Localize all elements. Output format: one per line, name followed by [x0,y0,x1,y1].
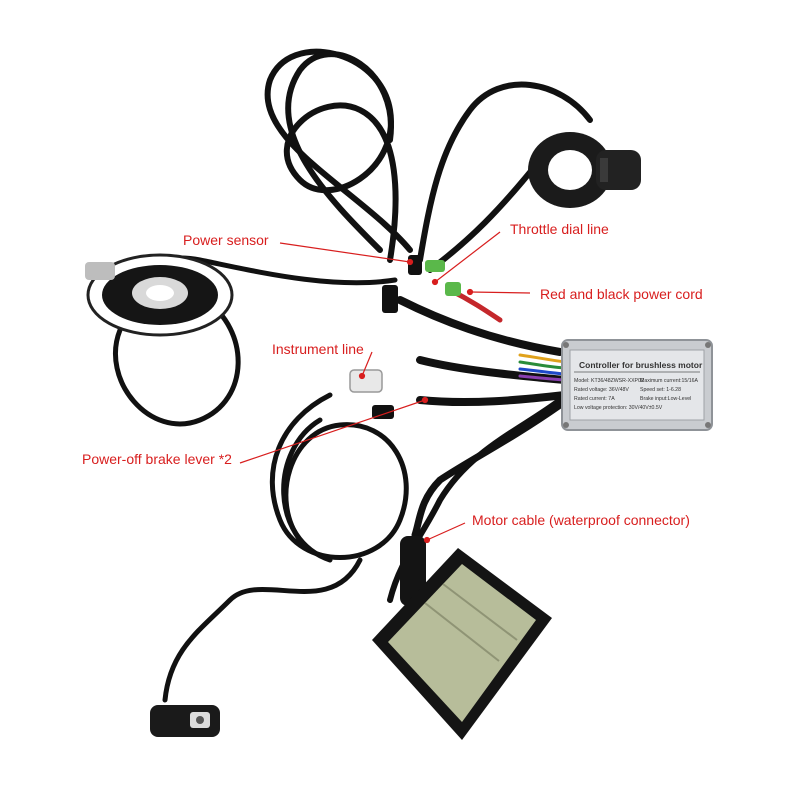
lcd-display [372,548,552,740]
controller-max-current: Maximum current:15/16A [640,378,698,384]
motor-leader [426,522,466,541]
label-power-sensor: Power sensor [183,232,269,248]
controller-model: Model: KT36/48ZWSR-XXP02 [574,378,644,384]
controller-rated-voltage: Rated voltage: 36V/48V [574,387,629,393]
controller-title: Controller for brushless motor [579,360,703,370]
brake-leader [239,399,426,464]
instrument-leader [361,351,373,377]
controller-speed-set: Speed set: 1-6.28 [640,387,681,393]
callout-lines [239,231,531,544]
controller-box [561,339,713,431]
dot [406,258,414,266]
cable-bundle [113,48,593,703]
dot [358,372,366,380]
dot [423,536,431,544]
label-throttle-dial-line: Throttle dial line [510,221,609,237]
dot [466,288,474,296]
connectors [349,255,461,606]
controller-label: Controller for brushless motor Model: KT… [574,360,703,411]
power-cord-leader [469,291,531,294]
label-brake-lever: Power-off brake lever *2 [82,451,232,467]
throttle-unit [528,132,641,208]
label-motor-cable: Motor cable (waterproof connector) [472,512,690,528]
controller-rated-current: Rated current: 7A [574,396,615,402]
label-instrument-line: Instrument line [272,341,364,357]
pedal-sensor-disc [85,253,234,337]
controller-brake: Brake input:Low-Level [640,396,691,402]
remote-button [150,705,220,737]
dot [431,278,439,286]
dot [421,396,429,404]
throttle-line-leader [434,231,501,283]
power-sensor-leader [279,242,411,263]
label-red-black-power-cord: Red and black power cord [540,286,703,302]
controller-low-voltage: Low voltage protection: 30V/40V±0.5V [574,405,663,411]
